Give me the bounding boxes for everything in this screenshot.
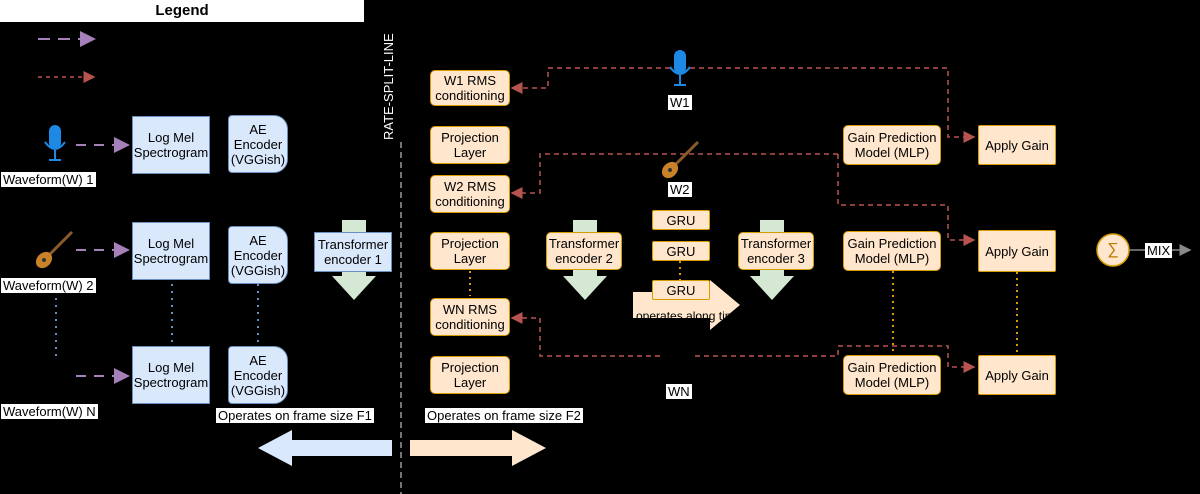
gru-block-1: GRU [652,210,710,230]
rate-split-label: RATE-SPLIT-LINE [381,33,396,140]
rms-conditioning-w2: W2 RMS conditioning [430,175,510,213]
waveform-label-2: Waveform(W) 2 [1,278,96,293]
stem-label-w2: W2 [668,182,692,197]
ae-encoder-2: AE Encoder (VGGish) [228,226,288,284]
frame-f1-arrow [258,430,392,466]
apply-gain-1: Apply Gain [978,125,1056,165]
transformer-encoder-1: Transformer encoder 1 [314,232,392,272]
gain-model-n: Gain Prediction Model (MLP) [843,355,941,395]
log-mel-box-2: Log Mel Spectrogram [132,222,210,280]
apply-gain-n: Apply Gain [978,355,1056,395]
apply-gain-2: Apply Gain [978,230,1056,272]
gain-model-1: Gain Prediction Model (MLP) [843,125,941,165]
legend-title: Legend [0,0,364,22]
sum-symbol: ∑ [1107,241,1119,258]
frame-f2-note: Operates on frame size F2 [425,408,583,423]
stem-label-w1: W1 [668,95,692,110]
microphone-icon [44,125,66,161]
microphone-icon [669,50,691,86]
projection-layer-3: Projection Layer [430,356,510,394]
ae-encoder-n: AE Encoder (VGGish) [228,346,288,404]
frame-f2-arrow [410,430,546,466]
transformer-encoder-3: Transformer encoder 3 [738,232,814,270]
rms-conditioning-w1: W1 RMS conditioning [430,70,510,106]
gru-time-note: operates along time [636,309,742,323]
guitar-icon [35,230,74,269]
stem-label-wn: WN [666,384,692,399]
projection-layer-2: Projection Layer [430,232,510,270]
gain-model-2: Gain Prediction Model (MLP) [843,231,941,271]
ae-encoder-1: AE Encoder (VGGish) [228,115,288,173]
mix-label: MIX [1145,243,1173,258]
gru-block-3: GRU [652,280,710,300]
gru-block-2: GRU [652,241,710,261]
waveform-label-n: Waveform(W) N [1,404,98,419]
transformer-encoder-2: Transformer encoder 2 [546,232,622,270]
guitar-icon [661,140,700,179]
frame-f1-note: Operates on frame size F1 [216,408,374,423]
rms-conditioning-wn: WN RMS conditioning [430,298,510,336]
projection-layer-1: Projection Layer [430,126,510,164]
log-mel-box-1: Log Mel Spectrogram [132,116,210,174]
waveform-label-1: Waveform(W) 1 [1,172,96,187]
log-mel-box-n: Log Mel Spectrogram [132,346,210,404]
